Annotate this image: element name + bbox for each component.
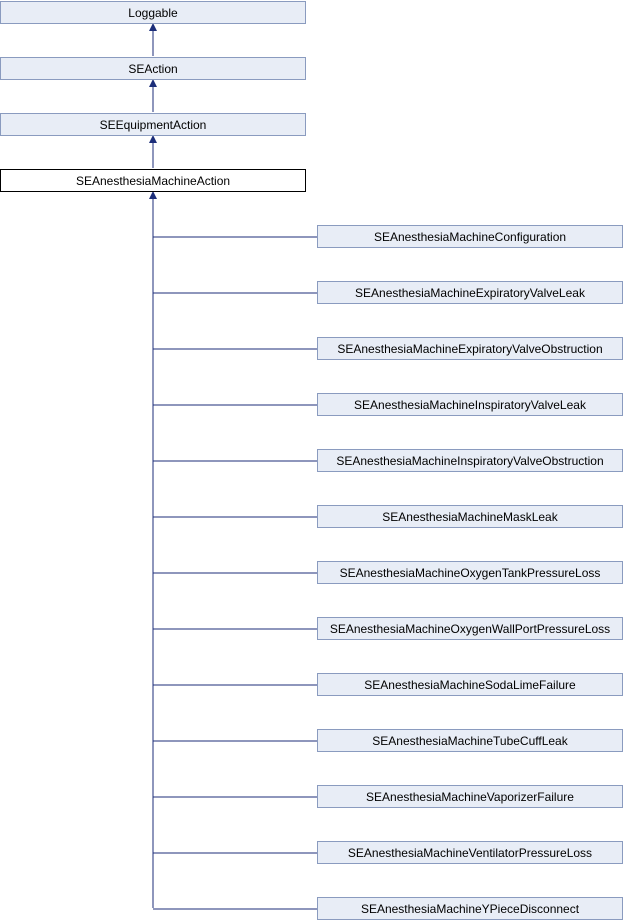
class-node-label: SEAnesthesiaMachineAction: [75, 173, 231, 188]
class-node-label: SEAnesthesiaMachineSodaLimeFailure: [364, 677, 576, 692]
class-node-label: SEAnesthesiaMachineTubeCuffLeak: [372, 733, 568, 748]
class-node-label: SEAnesthesiaMachineExpiratoryValveLeak: [355, 285, 585, 300]
class-node-label: SEAnesthesiaMachineConfiguration: [373, 229, 567, 244]
class-node-label: SEAction: [128, 61, 178, 76]
child-branches: [153, 236, 317, 910]
class-node-label: SEAnesthesiaMachineVentilatorPressureLos…: [347, 845, 593, 860]
class-node-label: Loggable: [128, 5, 178, 20]
child-node-mask-leak[interactable]: SEAnesthesiaMachineMaskLeak: [317, 505, 623, 528]
child-node-inspiratory-valve-leak[interactable]: SEAnesthesiaMachineInspiratoryValveLeak: [317, 393, 623, 416]
class-node-label: SEAnesthesiaMachineInspiratoryValveObstr…: [336, 453, 604, 468]
child-node-configuration[interactable]: SEAnesthesiaMachineConfiguration: [317, 225, 623, 248]
child-node-expiratory-valve-obstruction[interactable]: SEAnesthesiaMachineExpiratoryValveObstru…: [317, 337, 623, 360]
class-node-label: SEAnesthesiaMachineExpiratoryValveObstru…: [337, 341, 603, 356]
class-node-label: SEAnesthesiaMachineInspiratoryValveLeak: [354, 397, 586, 412]
class-node-loggable[interactable]: Loggable: [0, 1, 306, 24]
child-node-tube-cuff-leak[interactable]: SEAnesthesiaMachineTubeCuffLeak: [317, 729, 623, 752]
child-node-oxygen-tank-pressure-loss[interactable]: SEAnesthesiaMachineOxygenTankPressureLos…: [317, 561, 623, 584]
child-node-oxygen-wall-port-pressure-loss[interactable]: SEAnesthesiaMachineOxygenWallPortPressur…: [317, 617, 623, 640]
class-node-label: SEAnesthesiaMachineYPieceDisconnect: [360, 901, 580, 916]
child-node-y-piece-disconnect[interactable]: SEAnesthesiaMachineYPieceDisconnect: [317, 897, 623, 920]
child-node-vaporizer-failure[interactable]: SEAnesthesiaMachineVaporizerFailure: [317, 785, 623, 808]
class-node-label: SEAnesthesiaMachineMaskLeak: [382, 509, 558, 524]
class-node-label: SEEquipmentAction: [99, 117, 207, 132]
class-node-label: SEAnesthesiaMachineVaporizerFailure: [366, 789, 574, 804]
class-node-seequipmentaction[interactable]: SEEquipmentAction: [0, 113, 306, 136]
class-node-label: SEAnesthesiaMachineOxygenWallPortPressur…: [329, 621, 611, 636]
class-node-seaction[interactable]: SEAction: [0, 57, 306, 80]
child-node-expiratory-valve-leak[interactable]: SEAnesthesiaMachineExpiratoryValveLeak: [317, 281, 623, 304]
child-node-ventilator-pressure-loss[interactable]: SEAnesthesiaMachineVentilatorPressureLos…: [317, 841, 623, 864]
child-node-soda-lime-failure[interactable]: SEAnesthesiaMachineSodaLimeFailure: [317, 673, 623, 696]
child-node-inspiratory-valve-obstruction[interactable]: SEAnesthesiaMachineInspiratoryValveObstr…: [317, 449, 623, 472]
class-node-current: SEAnesthesiaMachineAction: [0, 169, 306, 192]
class-node-label: SEAnesthesiaMachineOxygenTankPressureLos…: [339, 565, 601, 580]
